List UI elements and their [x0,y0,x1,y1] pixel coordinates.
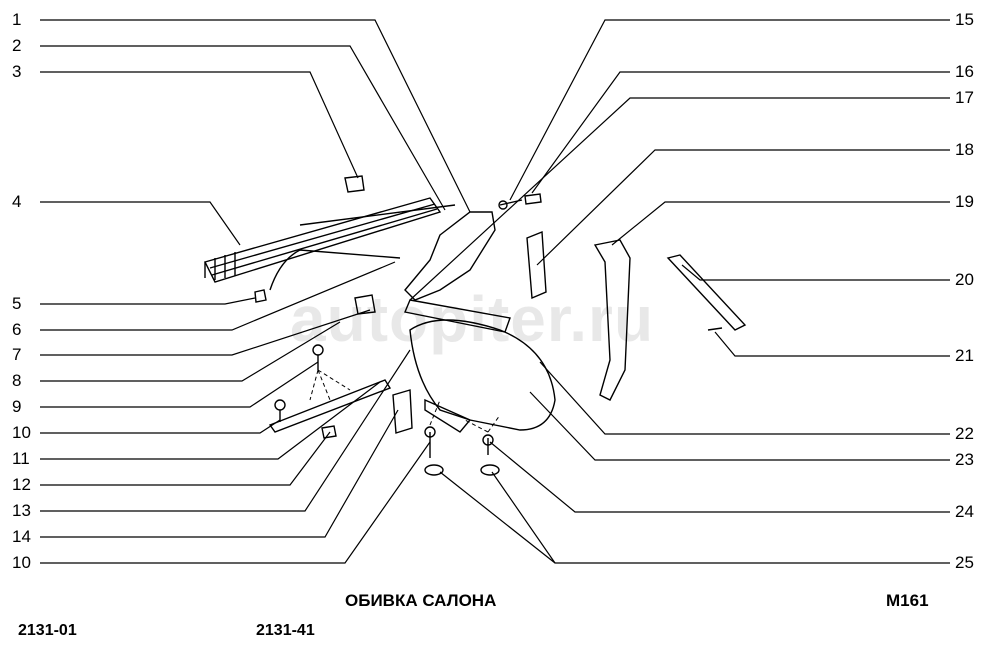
watermark: autopiter.ru [290,283,655,355]
callout-label: 10 [12,553,31,572]
diagram-code: M161 [886,591,929,610]
callout-label: 6 [12,320,22,339]
part-outlines [203,175,747,476]
callout-label: 17 [955,88,974,107]
callout-label: 18 [955,140,974,159]
callout-label: 19 [955,192,974,211]
callout-label: 21 [955,346,974,365]
callout-label: 8 [12,371,22,390]
callout-label: 25 [955,553,974,572]
callout-label: 20 [955,270,974,289]
callout-label: 5 [12,294,22,313]
callout-label: 15 [955,10,974,29]
callout-label: 14 [12,527,31,546]
callout-label: 24 [955,502,974,521]
diagram-title: ОБИВКА САЛОНА [345,591,497,610]
dashed-guides [309,369,501,433]
callout-label: 13 [12,501,31,520]
callout-label: 12 [12,475,31,494]
callout-label: 7 [12,345,22,364]
callout-label: 11 [12,449,30,468]
model-code: 2131-41 [256,622,315,639]
callout-label: 22 [955,424,974,443]
callout-label: 16 [955,62,974,81]
callout-label: 9 [12,397,22,416]
callout-label: 23 [955,450,974,469]
leader-lines [40,19,950,564]
model-code: 2131-01 [18,622,77,639]
callout-label: 4 [12,192,22,211]
callout-label: 10 [12,423,31,442]
callout-label: 3 [12,62,22,81]
callout-label: 1 [12,10,22,29]
callout-label: 2 [12,36,22,55]
